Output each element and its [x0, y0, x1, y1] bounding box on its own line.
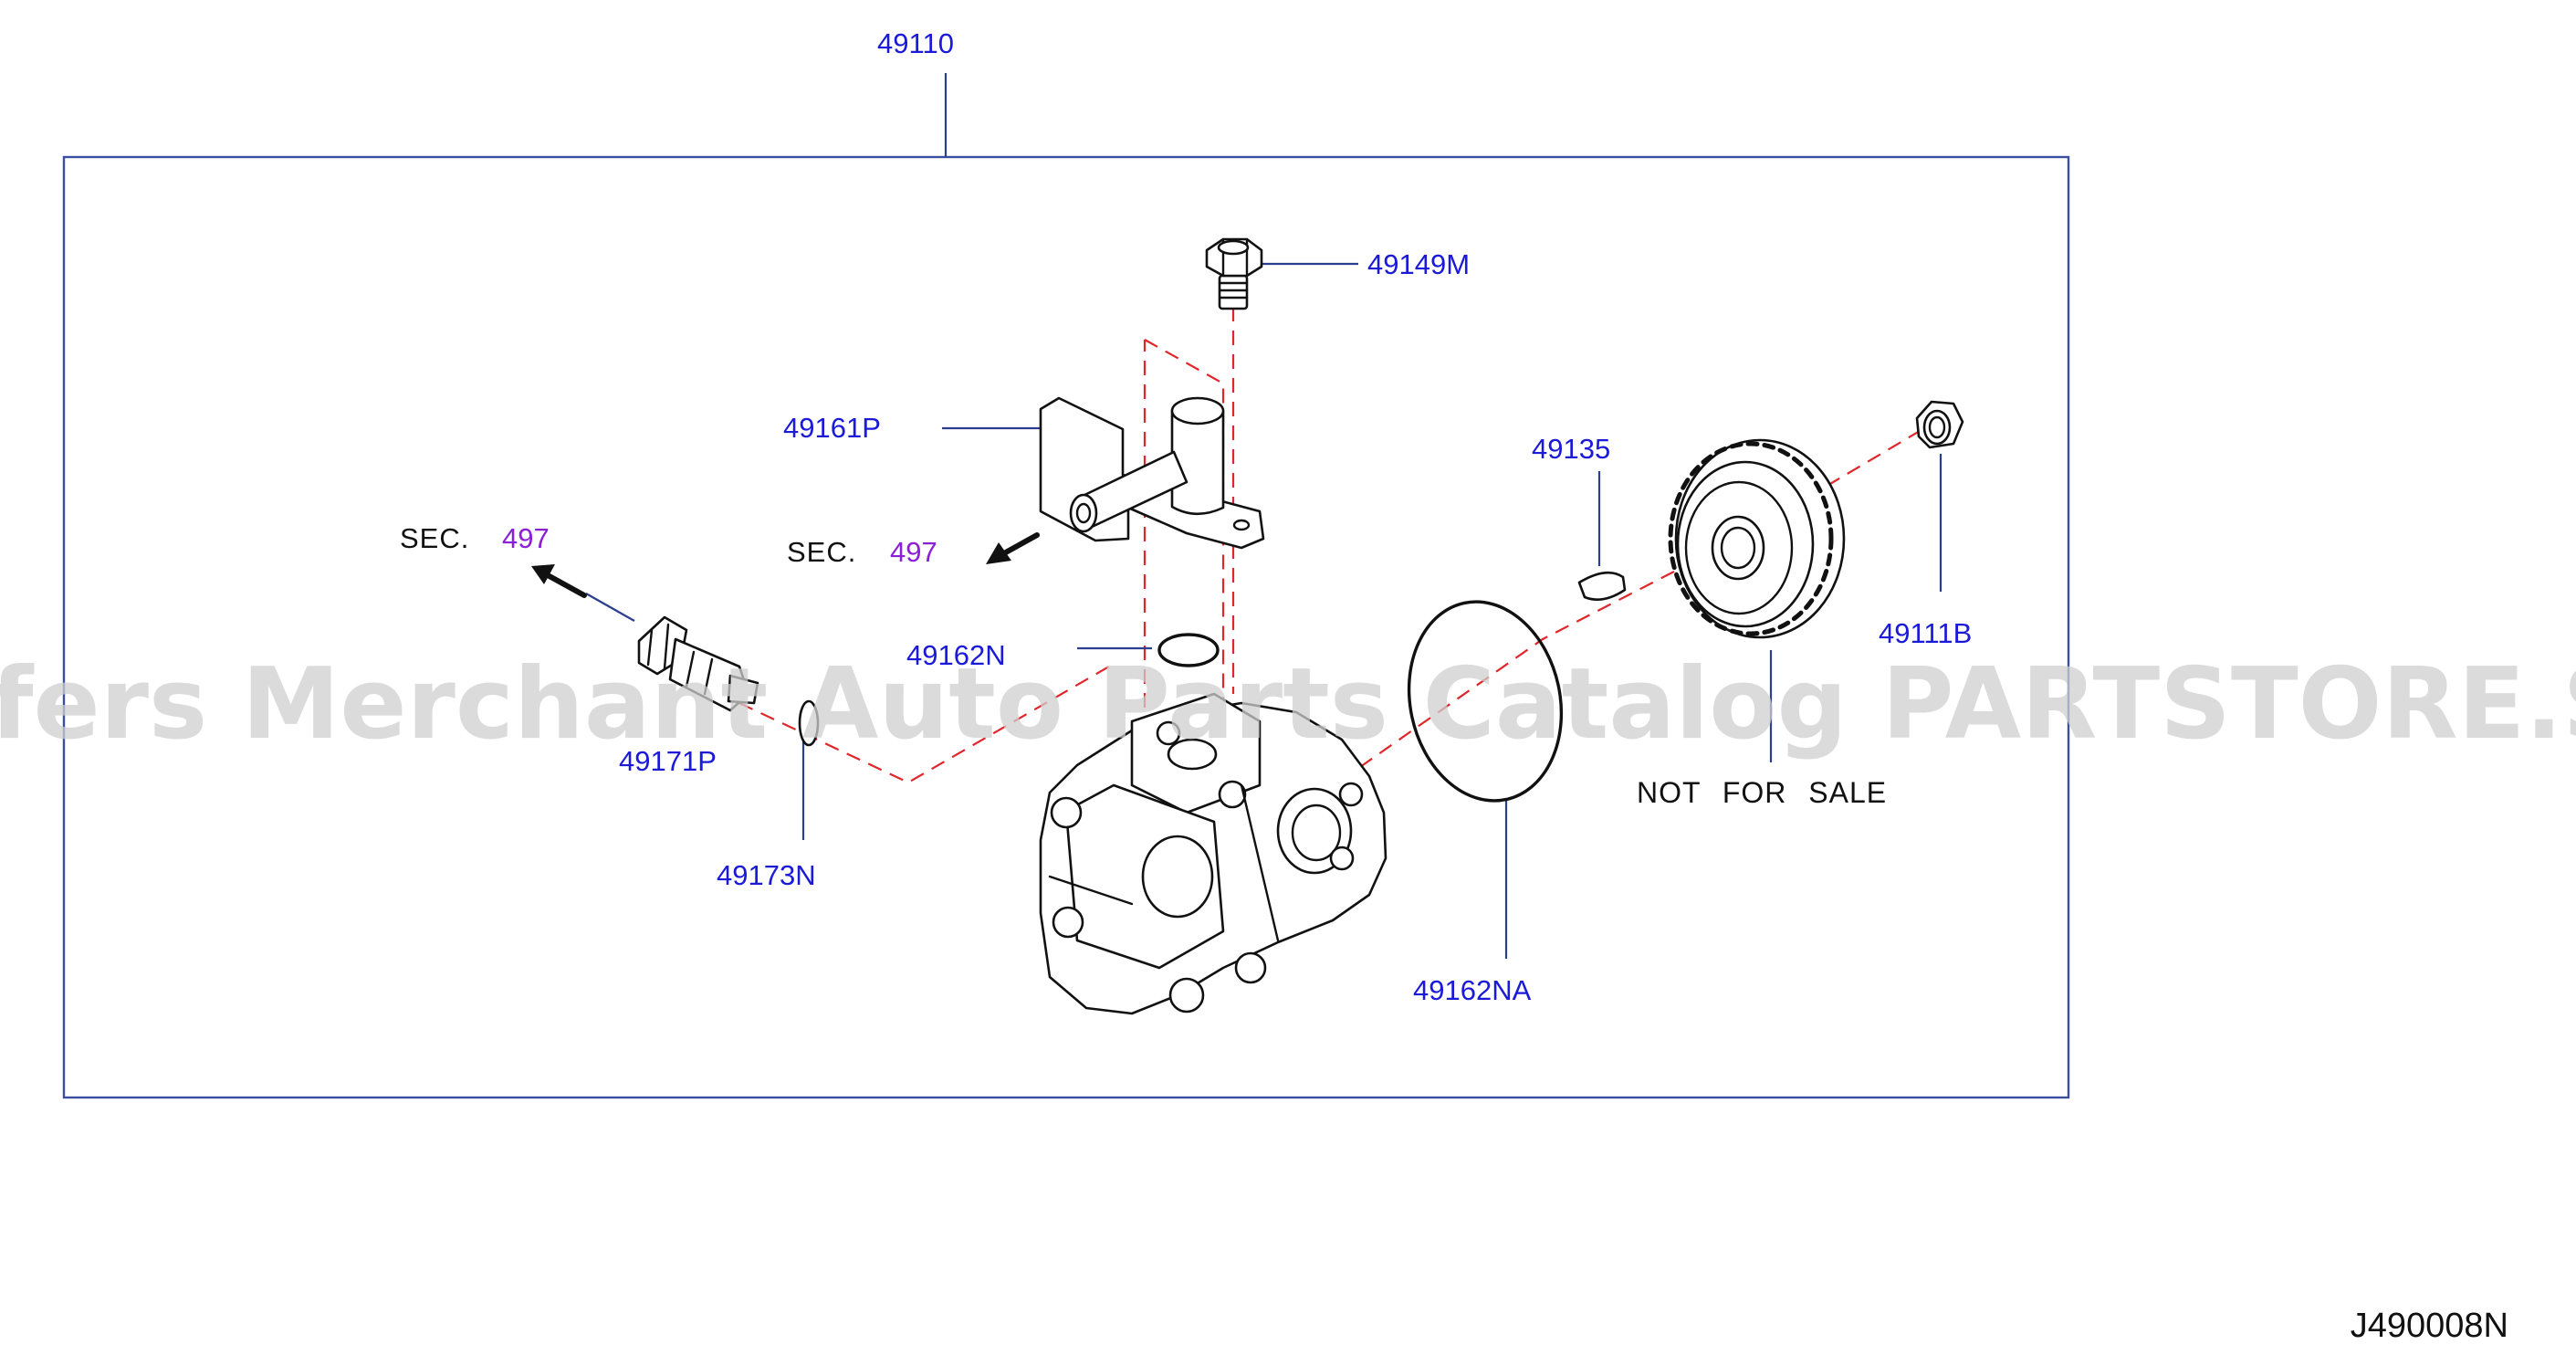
sec-left-number: 497 — [502, 522, 550, 554]
not-for-sale-note: NOT FOR SALE — [1637, 776, 1887, 809]
label-o-ring-small: 49173N — [717, 859, 816, 891]
label-bolt: 49149M — [1367, 248, 1470, 280]
pump-body-part — [1039, 692, 1387, 1015]
watermark: Offers Merchant Auto Parts Catalog PARTS… — [0, 647, 2576, 762]
center-line-gear — [1359, 421, 1936, 768]
woodruff-key-part — [1577, 571, 1627, 601]
label-woodruff-key: 49135 — [1532, 433, 1610, 465]
sec-left-prefix: SEC. — [400, 522, 469, 554]
nut-part — [1915, 400, 1964, 449]
bolt-part — [1205, 237, 1263, 310]
sec-mid-prefix: SEC. — [787, 536, 856, 568]
assembly-frame — [62, 155, 2070, 1099]
o-ring-top-part — [1157, 633, 1220, 667]
sec-mid-number: 497 — [890, 536, 937, 568]
o-ring-large-part — [1407, 600, 1564, 803]
leader-valve — [585, 593, 635, 622]
label-connector: 49161P — [783, 412, 881, 444]
label-o-ring-large: 49162NA — [1413, 974, 1532, 1006]
center-line-valve — [738, 666, 1110, 784]
gear-part — [1668, 438, 1846, 639]
valve-part — [637, 615, 820, 747]
label-o-ring-top: 49162N — [906, 639, 1006, 671]
label-assembly: 49110 — [877, 27, 954, 59]
arrow-mid — [986, 532, 1040, 564]
label-valve: 49171P — [619, 745, 717, 777]
leader-lines — [585, 262, 1942, 959]
diagram-code: J490008N — [2351, 1307, 2508, 1345]
connector-part — [1039, 396, 1265, 550]
arrow-left — [531, 564, 587, 598]
label-nut: 49111B — [1879, 617, 1972, 649]
